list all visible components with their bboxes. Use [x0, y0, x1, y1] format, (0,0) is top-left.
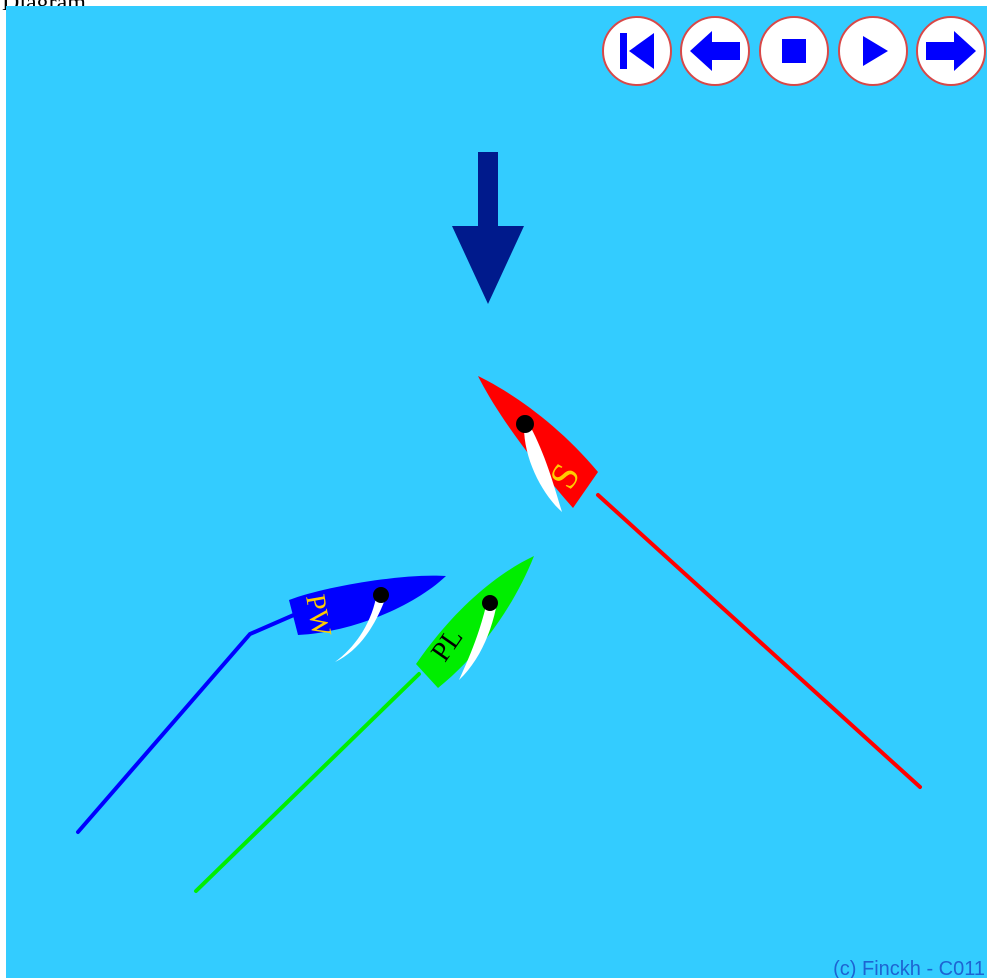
windward-mast	[373, 587, 389, 603]
race-diagram: S PW PL	[76, 152, 922, 893]
starboard-boat: S	[478, 376, 598, 512]
stop-icon	[782, 39, 806, 63]
play-icon	[863, 36, 888, 66]
wind-arrow-icon	[452, 152, 524, 304]
windward-sail	[335, 598, 384, 662]
play-button[interactable]	[838, 16, 908, 86]
animation-stage: S PW PL	[6, 6, 987, 978]
step-back-button[interactable]	[680, 16, 750, 86]
leeward-sail	[459, 606, 496, 680]
starboard-boat-track	[596, 493, 922, 789]
windward-boat-track	[76, 612, 298, 834]
leeward-boat-track	[194, 672, 421, 893]
skip-to-start-icon	[620, 33, 654, 69]
arrow-left-icon	[690, 31, 740, 71]
step-forward-button[interactable]	[916, 16, 986, 86]
copyright-text: (c) Finckh - C011	[833, 958, 985, 978]
windward-boat: PW	[289, 575, 446, 662]
leeward-mast	[482, 595, 498, 611]
windward-boat-label: PW	[299, 592, 337, 639]
rewind-button[interactable]	[602, 16, 672, 86]
stop-button[interactable]	[759, 16, 829, 86]
starboard-mast	[516, 415, 534, 433]
arrow-right-icon	[926, 31, 976, 71]
starboard-sail	[523, 424, 562, 512]
